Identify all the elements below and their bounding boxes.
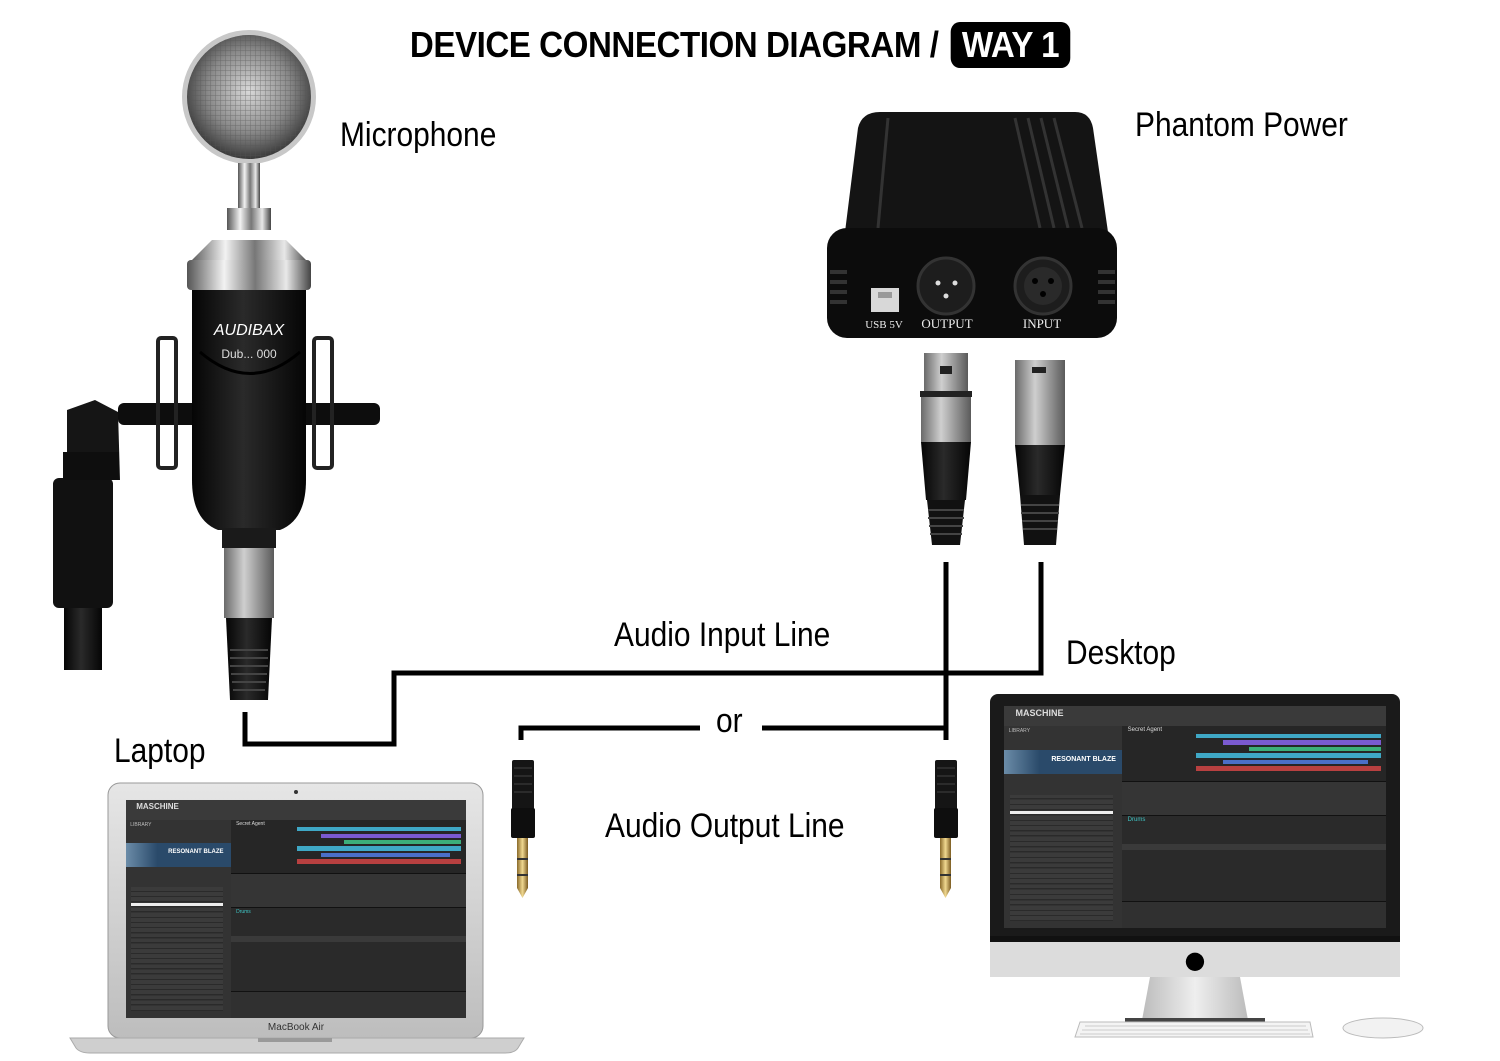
way-badge: WAY 1 xyxy=(950,22,1071,68)
pattern-editor: Drums xyxy=(231,906,466,993)
banner-title: RESONANT BLAZE xyxy=(168,849,224,856)
label-phantom-power: Phantom Power xyxy=(1135,106,1348,144)
usb-port xyxy=(871,288,899,312)
velocity-lane xyxy=(231,991,466,1018)
app-logo: MASCHINE xyxy=(136,802,179,812)
diagram-title: DEVICE CONNECTION DIAGRAM / WAY 1 xyxy=(59,22,1421,68)
title-text: DEVICE CONNECTION DIAGRAM / xyxy=(409,24,939,65)
mic-stand-clamp xyxy=(53,478,113,608)
jack-3-5mm-left xyxy=(511,760,535,898)
mic-xlr-connector xyxy=(224,548,274,618)
audio-input-wire xyxy=(242,562,1044,747)
control-area xyxy=(231,873,466,908)
audio-output-wire-left xyxy=(518,725,700,740)
xlr-male-connector xyxy=(1015,360,1065,545)
arranger: Secret Agent xyxy=(1122,726,1386,781)
label-desktop: Desktop xyxy=(1066,634,1176,672)
usb-label: USB 5V xyxy=(865,319,903,331)
xlr-output-port xyxy=(916,256,976,316)
pattern-editor: Drums xyxy=(1122,814,1386,902)
library-tab[interactable]: LIBRARY xyxy=(1008,727,1031,734)
input-port-label: INPUT xyxy=(1023,316,1061,331)
arranger: Secret Agent xyxy=(231,820,466,874)
label-microphone: Microphone xyxy=(340,116,497,154)
label-or: or xyxy=(716,702,743,740)
library-list xyxy=(131,887,223,1012)
wires xyxy=(242,562,1044,747)
library-panel: LIBRARY RESONANT BLAZE xyxy=(126,819,233,1018)
control-area xyxy=(1122,780,1386,816)
app-logo: MASCHINE xyxy=(1015,708,1064,719)
mic-stand-pole xyxy=(64,600,102,670)
mic-body xyxy=(192,290,306,530)
label-laptop: Laptop xyxy=(114,732,206,770)
output-port-label: OUTPUT xyxy=(921,316,972,331)
desktop-screen: MASCHINE LIBRARY RESONANT BLAZE Secret A… xyxy=(1004,706,1386,928)
label-audio-input-line: Audio Input Line xyxy=(614,616,831,654)
library-panel: LIBRARY RESONANT BLAZE xyxy=(1004,725,1124,928)
laptop-model-label: MacBook Air xyxy=(268,1022,325,1033)
mic-brand-text: AUDIBAX xyxy=(213,322,286,339)
apple-logo-icon: ● xyxy=(1185,946,1206,974)
banner-title: RESONANT BLAZE xyxy=(1051,756,1116,764)
library-tab[interactable]: LIBRARY xyxy=(130,821,152,828)
laptop-screen: MASCHINE LIBRARY RESONANT BLAZE Secret A… xyxy=(126,800,466,1018)
mouse xyxy=(1342,1017,1424,1039)
microphone: AUDIBAX Dub... 000 xyxy=(53,30,380,700)
label-audio-output-line: Audio Output Line xyxy=(605,807,845,845)
library-list xyxy=(1009,794,1113,922)
jack-3-5mm-right xyxy=(934,760,958,898)
mic-model-text: Dub... 000 xyxy=(221,347,277,361)
phantom-power-unit: USB 5V OUTPUT INPUT xyxy=(827,112,1117,338)
xlr-female-connector xyxy=(920,353,972,545)
velocity-lane xyxy=(1122,900,1386,928)
imac-stand xyxy=(1142,977,1248,1020)
